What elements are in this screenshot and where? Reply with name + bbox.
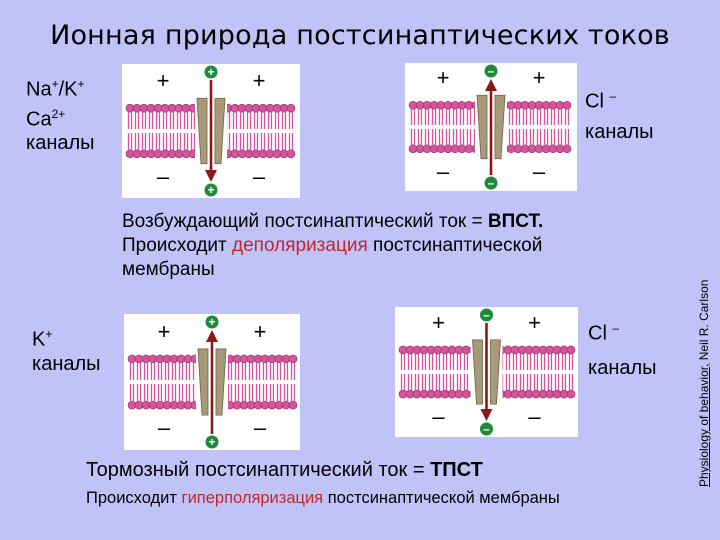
membrane-diagram: + + – – + + bbox=[125, 65, 296, 197]
membrane-diagram: + + – – + + bbox=[127, 315, 298, 449]
epsc-caption: Возбуждающий постсинаптический ток = ВПС… bbox=[122, 211, 544, 280]
minus-sign: – bbox=[253, 164, 266, 189]
membrane-panel-na-k-ca: + + – – + + bbox=[122, 64, 300, 198]
minus-sign: – bbox=[533, 159, 546, 184]
arrow-head bbox=[480, 409, 493, 421]
ion-channel-left bbox=[197, 348, 209, 416]
minus-sign: – bbox=[432, 404, 445, 429]
ion-channel-left bbox=[476, 94, 488, 160]
membrane-panel-cl-top: + + – – – – bbox=[405, 63, 577, 191]
ipsc-caption-title: Тормозный постсинаптический ток = ТПСТ bbox=[86, 459, 483, 481]
minus-sign: – bbox=[254, 415, 267, 440]
ion-badge-top-sign: + bbox=[208, 315, 215, 329]
plus-sign: + bbox=[158, 319, 171, 344]
arrow-head bbox=[206, 330, 218, 342]
label-na-k-ca-channels: Na+/K+ Ca2+ каналы bbox=[26, 77, 95, 155]
ion-badge-top bbox=[205, 315, 219, 329]
ion-badge-bottom-sign: + bbox=[207, 183, 214, 197]
ion-badge-top bbox=[204, 65, 218, 79]
ion-badge-bottom bbox=[204, 183, 218, 197]
arrow-head bbox=[205, 170, 217, 182]
plus-sign: + bbox=[533, 65, 546, 90]
plus-sign: + bbox=[253, 68, 266, 93]
arrow-head bbox=[485, 79, 497, 91]
ion-channel-right bbox=[494, 94, 506, 160]
lipid-head bbox=[288, 400, 298, 410]
ion-badge-top-sign: – bbox=[488, 64, 495, 78]
minus-sign: – bbox=[157, 164, 170, 189]
ion-badge-top-sign: – bbox=[483, 308, 490, 322]
ion-channel-right bbox=[490, 339, 501, 405]
plus-sign: + bbox=[157, 68, 170, 93]
page-title: Ионная природа постсинаптических токов bbox=[50, 20, 670, 51]
minus-sign: – bbox=[528, 404, 541, 429]
label-cl-channels-bottom: Cl – каналы bbox=[588, 321, 657, 379]
label-k-channels: K+ каналы bbox=[32, 327, 101, 375]
lipid-head bbox=[562, 100, 572, 110]
ipsc-caption-desc: Происходит гиперполяризация постсинаптич… bbox=[86, 489, 560, 507]
ion-badge-bottom bbox=[484, 176, 498, 190]
ion-badge-top-sign: + bbox=[207, 65, 214, 79]
lipid-head bbox=[566, 345, 576, 355]
membrane-panel-cl-bottom: + + – – – – bbox=[395, 307, 578, 437]
label-cl-channels-top: Cl – каналы bbox=[585, 89, 654, 143]
lipid-head bbox=[288, 354, 298, 364]
ion-channel-right bbox=[215, 348, 227, 416]
plus-sign: + bbox=[432, 310, 445, 335]
membrane-diagram: + + – – – – bbox=[408, 64, 572, 190]
ion-badge-bottom bbox=[480, 422, 493, 436]
ion-channel-left bbox=[196, 97, 208, 165]
ion-badge-top bbox=[484, 64, 498, 78]
ion-badge-bottom bbox=[205, 435, 219, 449]
plus-sign: + bbox=[528, 310, 541, 335]
source-credit: Physiology of behavior, Neil R. Carlson bbox=[697, 279, 711, 487]
ion-badge-top bbox=[480, 308, 493, 322]
minus-sign: – bbox=[158, 415, 171, 440]
minus-sign: – bbox=[437, 159, 450, 184]
lipid-head bbox=[286, 103, 296, 113]
lipid-head bbox=[286, 149, 296, 159]
ion-badge-bottom-sign: – bbox=[483, 422, 490, 436]
plus-sign: + bbox=[437, 65, 450, 90]
ion-channel-left bbox=[472, 339, 483, 405]
membrane-panel-k: + + – – + + bbox=[124, 314, 300, 450]
lipid-head bbox=[566, 389, 576, 399]
lipid-head bbox=[562, 144, 572, 154]
ion-badge-bottom-sign: + bbox=[208, 435, 215, 449]
plus-sign: + bbox=[254, 319, 267, 344]
membrane-diagram: + + – – – – bbox=[398, 308, 576, 436]
ion-channel-right bbox=[214, 97, 226, 165]
ion-badge-bottom-sign: – bbox=[488, 176, 495, 190]
